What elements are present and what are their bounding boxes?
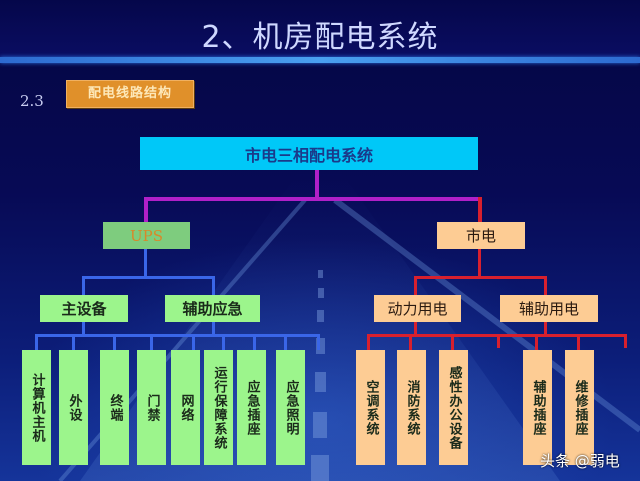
connector-leaf xyxy=(150,334,153,350)
section-label: 配电线路结构 xyxy=(66,80,194,108)
connector-root-horizontal xyxy=(144,197,481,201)
connector-leaf xyxy=(222,334,225,350)
connector-to-ups xyxy=(144,197,148,222)
leaf-inductive-office-equipment: 感性办公设备 xyxy=(439,350,468,465)
leaf-computer-host: 计算机主机 xyxy=(22,350,51,465)
connector-leaf xyxy=(451,334,454,350)
leaf-air-conditioning: 空调系统 xyxy=(356,350,385,465)
leaf-fire-system: 消防系统 xyxy=(397,350,426,465)
leaf-emergency-socket: 应急插座 xyxy=(237,350,266,465)
connector-to-aux-power xyxy=(544,276,547,295)
connector-to-aux-emergency xyxy=(212,276,215,295)
node-main-equipment: 主设备 xyxy=(40,295,128,322)
connector-leaf xyxy=(113,334,116,350)
connector-mains-down xyxy=(478,248,481,278)
connector-leaf xyxy=(577,334,580,350)
connector-aux-power-down xyxy=(544,322,547,336)
leaf-operation-support: 运行保障系统 xyxy=(204,350,233,465)
connector-leaf xyxy=(367,334,370,350)
connector-to-main-equipment xyxy=(82,276,85,295)
connector-ups-horizontal xyxy=(82,276,215,279)
connector-root-down xyxy=(315,170,319,200)
connector-leaf xyxy=(317,334,320,350)
connector-leaf xyxy=(497,334,500,348)
connector-leaf xyxy=(253,334,256,350)
connector-main-equipment-down xyxy=(82,322,85,336)
leaf-network: 网络 xyxy=(171,350,200,465)
node-power: 动力用电 xyxy=(374,295,461,322)
node-aux-power: 辅助用电 xyxy=(500,295,598,322)
connector-leaf xyxy=(35,334,38,350)
connector-to-mains xyxy=(478,197,482,222)
node-mains: 市电 xyxy=(437,222,525,249)
title-band xyxy=(0,0,640,58)
node-root: 市电三相配电系统 xyxy=(140,137,478,170)
connector-ups-leaves-horizontal xyxy=(35,334,320,337)
title-divider xyxy=(0,57,640,63)
connector-power-down xyxy=(414,322,417,336)
connector-leaf xyxy=(192,334,195,350)
node-aux-emergency: 辅助应急 xyxy=(165,295,260,322)
section-number: 2.3 xyxy=(20,92,44,110)
watermark: 头条 @弱电 xyxy=(540,452,620,470)
connector-aux-emergency-down xyxy=(212,322,215,336)
leaf-emergency-lighting: 应急照明 xyxy=(276,350,305,465)
connector-mains-horizontal xyxy=(414,276,547,279)
leaf-peripherals: 外设 xyxy=(59,350,88,465)
connector-leaf xyxy=(535,334,538,350)
leaf-aux-socket: 辅助插座 xyxy=(523,350,552,465)
leaf-access-control: 门禁 xyxy=(137,350,166,465)
connector-leaf xyxy=(624,334,627,348)
leaf-maintenance-socket: 维修插座 xyxy=(565,350,594,465)
connector-to-power xyxy=(414,276,417,295)
connector-leaf xyxy=(284,334,287,350)
connector-leaf xyxy=(409,334,412,350)
node-ups: UPS xyxy=(103,222,190,249)
connector-ups-down xyxy=(144,248,147,278)
slide-title: 2、机房配电系统 xyxy=(201,20,439,55)
connector-leaf xyxy=(72,334,75,350)
leaf-terminal: 终端 xyxy=(100,350,129,465)
